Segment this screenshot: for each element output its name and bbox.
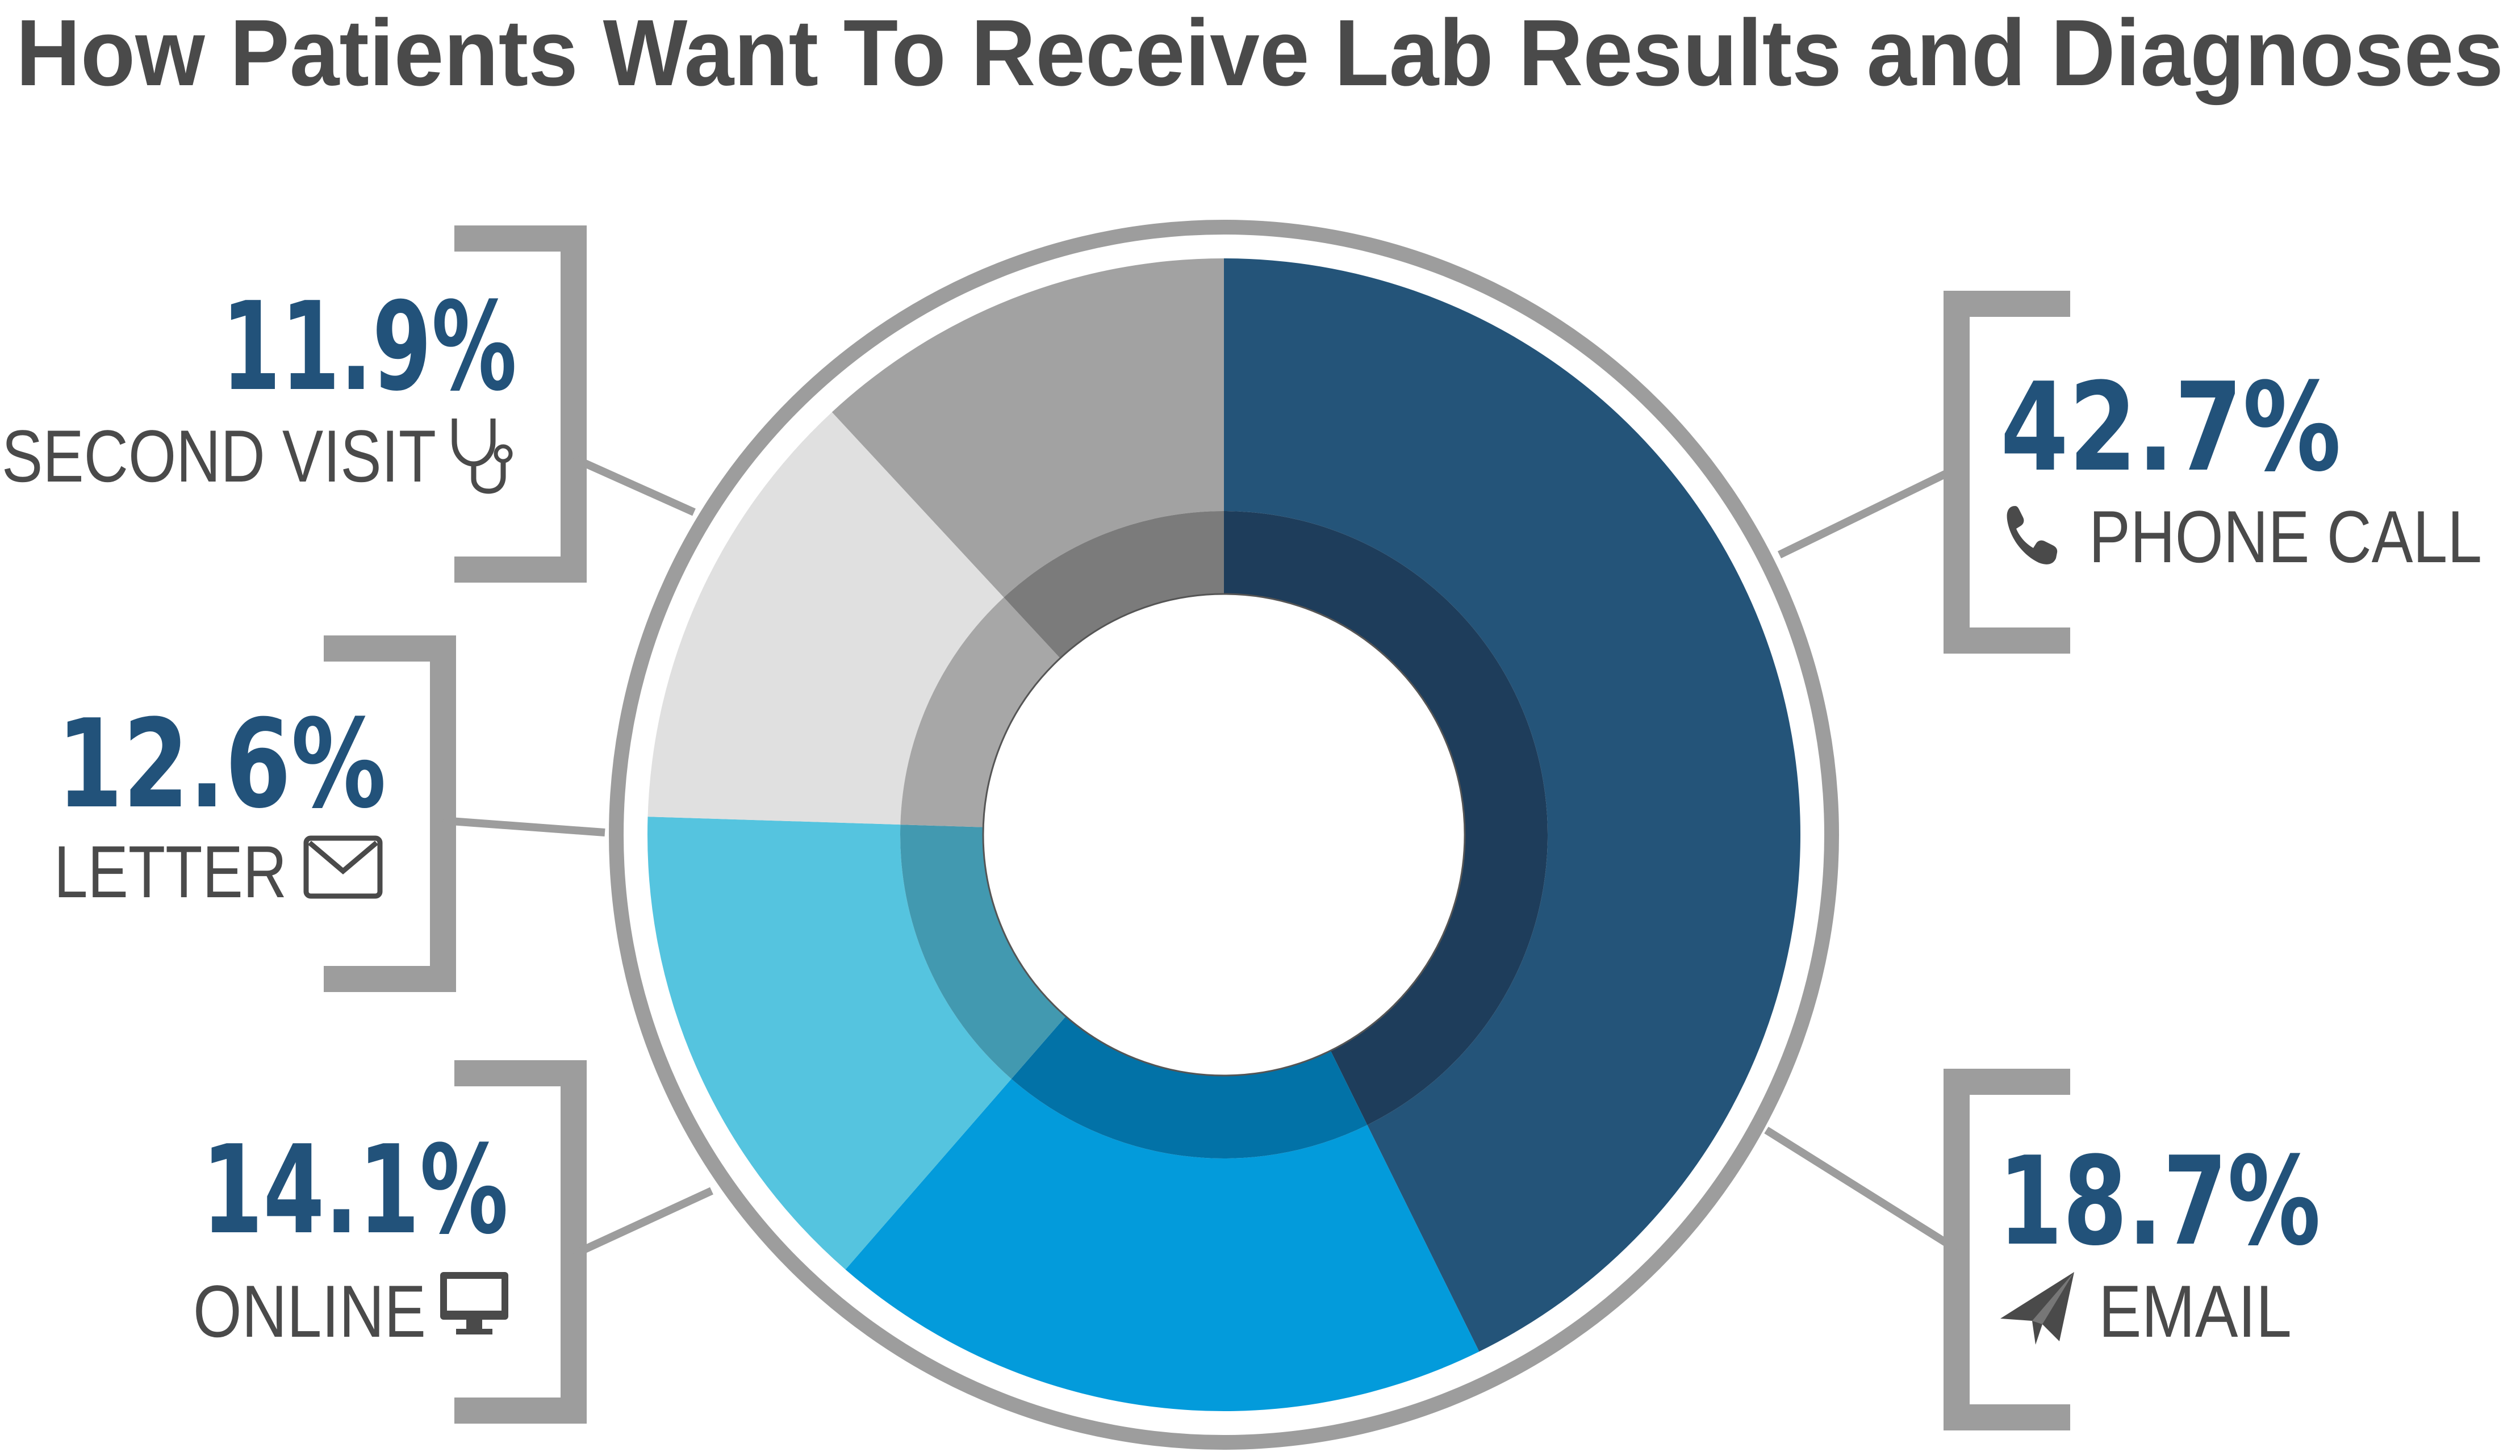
online-label: ONLINE [193,1270,426,1353]
slice-phone-call [1224,258,1801,1352]
slice-second-visit [831,258,1224,598]
chart-title: How Patients Want To Receive Lab Results… [16,1,2504,106]
online-bracket [454,1060,587,1424]
letter-value: 12.6% [57,693,386,835]
phone-call-value: 42.7% [2000,356,2341,499]
letter-label-group: 12.6% LETTER [54,693,386,913]
phone-call-leader-line [1777,465,1959,559]
slice-inner-email [1011,1016,1368,1158]
stethoscope-icon [452,419,513,494]
email-leader-line [1764,1127,1959,1253]
envelope-icon [303,835,383,899]
second-visit-leader-line [572,454,696,516]
phone-call-label: PHONE CALL [2089,495,2482,578]
slice-inner-letter [900,597,1060,827]
paper-plane-icon [2000,1272,2074,1345]
online-leader-line [572,1187,713,1258]
slice-inner-second-visit [1004,511,1224,659]
email-label: EMAIL [2099,1270,2292,1353]
second-visit-label: SECOND VISIT [2,415,436,497]
chart-slices [647,258,1801,1412]
slice-email [845,1078,1480,1412]
email-value: 18.7% [1998,1130,2321,1273]
donut-hole-outline [982,593,1466,1077]
monitor-icon [440,1272,508,1334]
second-visit-bracket [454,225,587,583]
email-bracket [1944,1069,2070,1430]
donut-hole [983,594,1465,1076]
second-visit-label-group: 11.9% SECOND VISIT [2,275,517,497]
letter-leader-line [442,817,605,836]
slice-inner-phone-call [1224,511,1548,1126]
phone-call-label-group: 42.7% PHONE CALL [2000,356,2482,578]
slice-letter [647,412,1004,825]
online-value: 14.1% [202,1119,508,1261]
phone-icon [2007,506,2058,564]
slice-online [647,817,1012,1270]
letter-label: LETTER [54,830,287,913]
slice-inner-online [900,825,1066,1079]
outer-ring [609,220,1839,1450]
online-label-group: 14.1% ONLINE [193,1119,508,1353]
email-label-group: 18.7% EMAIL [1998,1130,2321,1353]
letter-bracket [324,635,456,992]
second-visit-value: 11.9% [222,275,517,418]
chart-callouts [324,225,2070,1430]
